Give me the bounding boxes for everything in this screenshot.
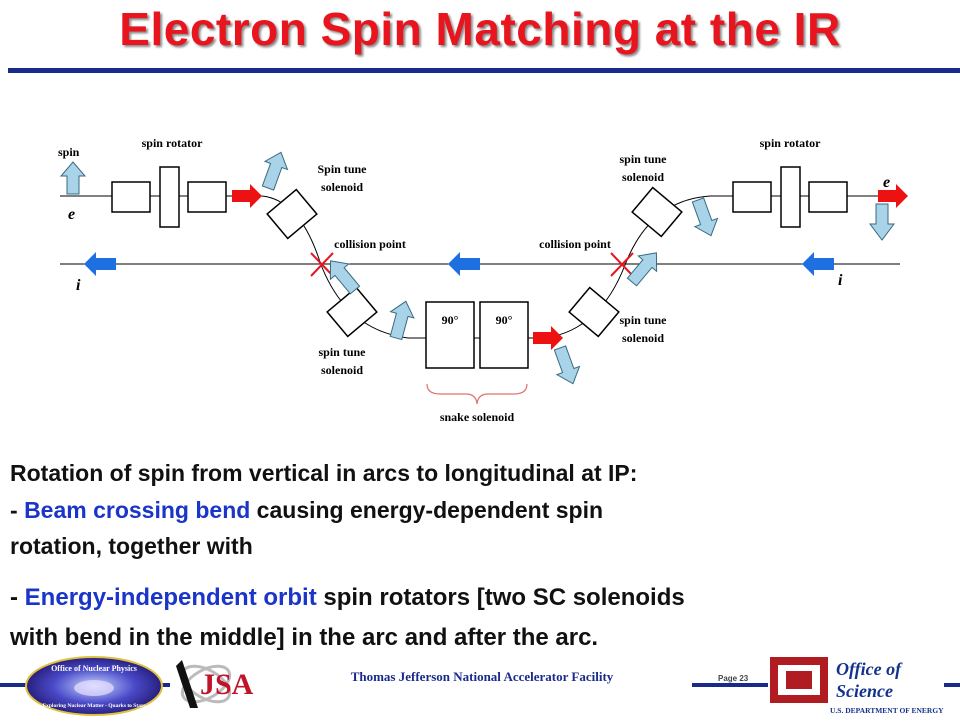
footer-text: Thomas Jefferson National Accelerator Fa… — [272, 667, 692, 687]
ion-label-left: i — [76, 277, 81, 294]
text-line-2: - Beam crossing bend causing energy-depe… — [10, 497, 603, 524]
spin-tune-upper-right-label-1: spin tune — [619, 152, 667, 166]
spin-arrow-upper-right — [691, 197, 719, 237]
office-of-science-logo-graphic: Office of Science U.S. DEPARTMENT OF ENE… — [770, 657, 944, 715]
spin-arrow-collision-left — [329, 260, 361, 295]
text-highlight-energy-independent: Energy-independent orbit — [24, 584, 317, 611]
jsa-logo: JSA — [170, 652, 274, 716]
spin-tune-solenoid-lower-left — [326, 286, 378, 338]
spin-arrow-upper-left — [261, 151, 289, 191]
title-rule — [8, 68, 960, 73]
collision-point-left-label: collision point — [334, 237, 406, 251]
page-number: Page 23 — [718, 674, 749, 683]
spin-tune-solenoid-upper-left — [266, 188, 318, 240]
spin-tune-solenoid-upper-right — [631, 186, 683, 238]
spin-tune-upper-right-label-2: solenoid — [622, 170, 664, 184]
electron-label-right: e — [883, 174, 890, 191]
spin-arrow-collision-right — [626, 252, 658, 287]
snake-solenoid-brace — [426, 383, 528, 405]
spin-tune-lower-right-label-2: solenoid — [622, 331, 664, 345]
spin-rotator-right-dipole — [780, 166, 801, 228]
text-highlight-beam-crossing: Beam crossing bend — [24, 497, 251, 523]
spin-rotator-left-dipole — [159, 166, 180, 228]
ion-arrow-right — [802, 252, 834, 276]
snake-angle-left-label: 90° — [442, 313, 459, 327]
office-of-nuclear-physics-logo: Office of Nuclear Physics Exploring Nucl… — [25, 656, 163, 716]
spin-tune-lower-right-label-1: spin tune — [619, 313, 667, 327]
nuclear-physics-logo-bottom-text: Exploring Nuclear Matter - Quarks to Sta… — [42, 703, 145, 709]
spin-rotator-right-solenoid-b — [808, 181, 848, 213]
spin-tune-solenoid-lower-right — [568, 286, 620, 338]
electron-arrow-center — [533, 326, 563, 350]
collision-point-right-marker — [610, 252, 634, 277]
electron-arrow-right — [878, 184, 908, 208]
slide-title: Electron Spin Matching at the IR — [119, 3, 841, 55]
text-line-2-prefix: - — [10, 497, 25, 523]
ion-arrow-left — [84, 252, 116, 276]
text-line-4-rest: spin rotators [two SC solenoids — [316, 584, 685, 611]
snake-solenoid-right — [479, 301, 529, 369]
text-line-1: Rotation of spin from vertical in arcs t… — [10, 460, 638, 486]
electron-arrow-left — [232, 184, 262, 208]
spin-tune-lower-left-label-2: solenoid — [321, 363, 363, 377]
spin-rotator-left-solenoid-a — [111, 181, 151, 213]
spin-tune-upper-left-label-2: solenoid — [321, 180, 363, 194]
collision-point-right-label: collision point — [539, 237, 611, 251]
snake-solenoid-left — [425, 301, 475, 369]
spin-rotator-left-label: spin rotator — [142, 136, 203, 150]
text-line-4-prefix: - — [10, 584, 25, 611]
text-line-4: - Energy-independent orbit spin rotators… — [10, 584, 685, 612]
spin-rotator-right-solenoid-a — [732, 181, 772, 213]
text-line-3: rotation, together with — [10, 533, 253, 559]
science-logo-line2: Science — [836, 681, 893, 701]
spin-rotator-right-label: spin rotator — [760, 136, 821, 150]
electron-label-left: e — [68, 206, 75, 223]
collision-point-left-marker — [310, 252, 334, 277]
spin-rotator-left-solenoid-b — [187, 181, 227, 213]
science-logo-line3: U.S. DEPARTMENT OF ENERGY — [830, 706, 944, 715]
spin-arrow-vertical-left — [59, 161, 87, 195]
spin-tune-upper-left-label-1: Spin tune — [317, 162, 367, 176]
text-line-2-rest: causing energy-dependent spin — [250, 497, 604, 523]
spin-tune-lower-left-label-1: spin tune — [318, 345, 366, 359]
science-logo-line1: Office of — [836, 659, 903, 679]
ion-arrow-center — [448, 252, 480, 276]
office-of-science-logo: Office of Science U.S. DEPARTMENT OF ENE… — [768, 655, 944, 717]
snake-angle-right-label: 90° — [496, 313, 513, 327]
spin-matching-diagram: 90° 90° — [58, 136, 908, 424]
spin-arrow-lower-left — [389, 300, 415, 341]
jsa-logo-text: JSA — [200, 668, 254, 701]
text-line-5: with bend in the middle] in the arc and … — [10, 624, 599, 651]
spin-label: spin — [58, 145, 80, 159]
spin-arrow-lower-right — [553, 345, 581, 385]
spin-arrow-vertical-right — [869, 203, 895, 241]
nuclear-physics-logo-top-text: Office of Nuclear Physics — [51, 664, 137, 673]
ion-label-right: i — [838, 272, 843, 289]
snake-solenoid-label: snake solenoid — [440, 410, 515, 424]
